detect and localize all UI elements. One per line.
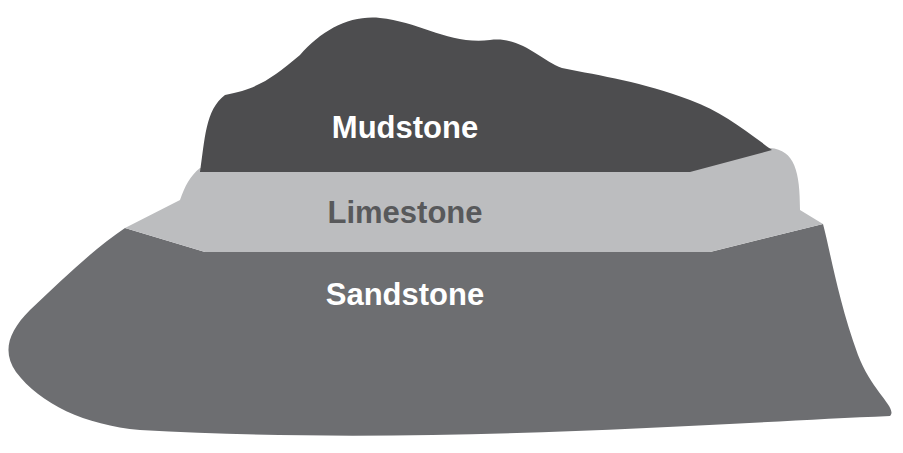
layer-label: Mudstone — [332, 111, 478, 145]
sandstone-layer: Sandstone — [4, 218, 902, 450]
layer-outline — [4, 218, 902, 450]
layer-shape — [200, 18, 772, 172]
layer-shape — [8, 224, 891, 436]
layer-label: Sandstone — [326, 278, 484, 312]
layer-outline — [194, 14, 776, 176]
mudstone-layer: Mudstone — [194, 14, 776, 176]
layer-label: Limestone — [327, 196, 482, 230]
